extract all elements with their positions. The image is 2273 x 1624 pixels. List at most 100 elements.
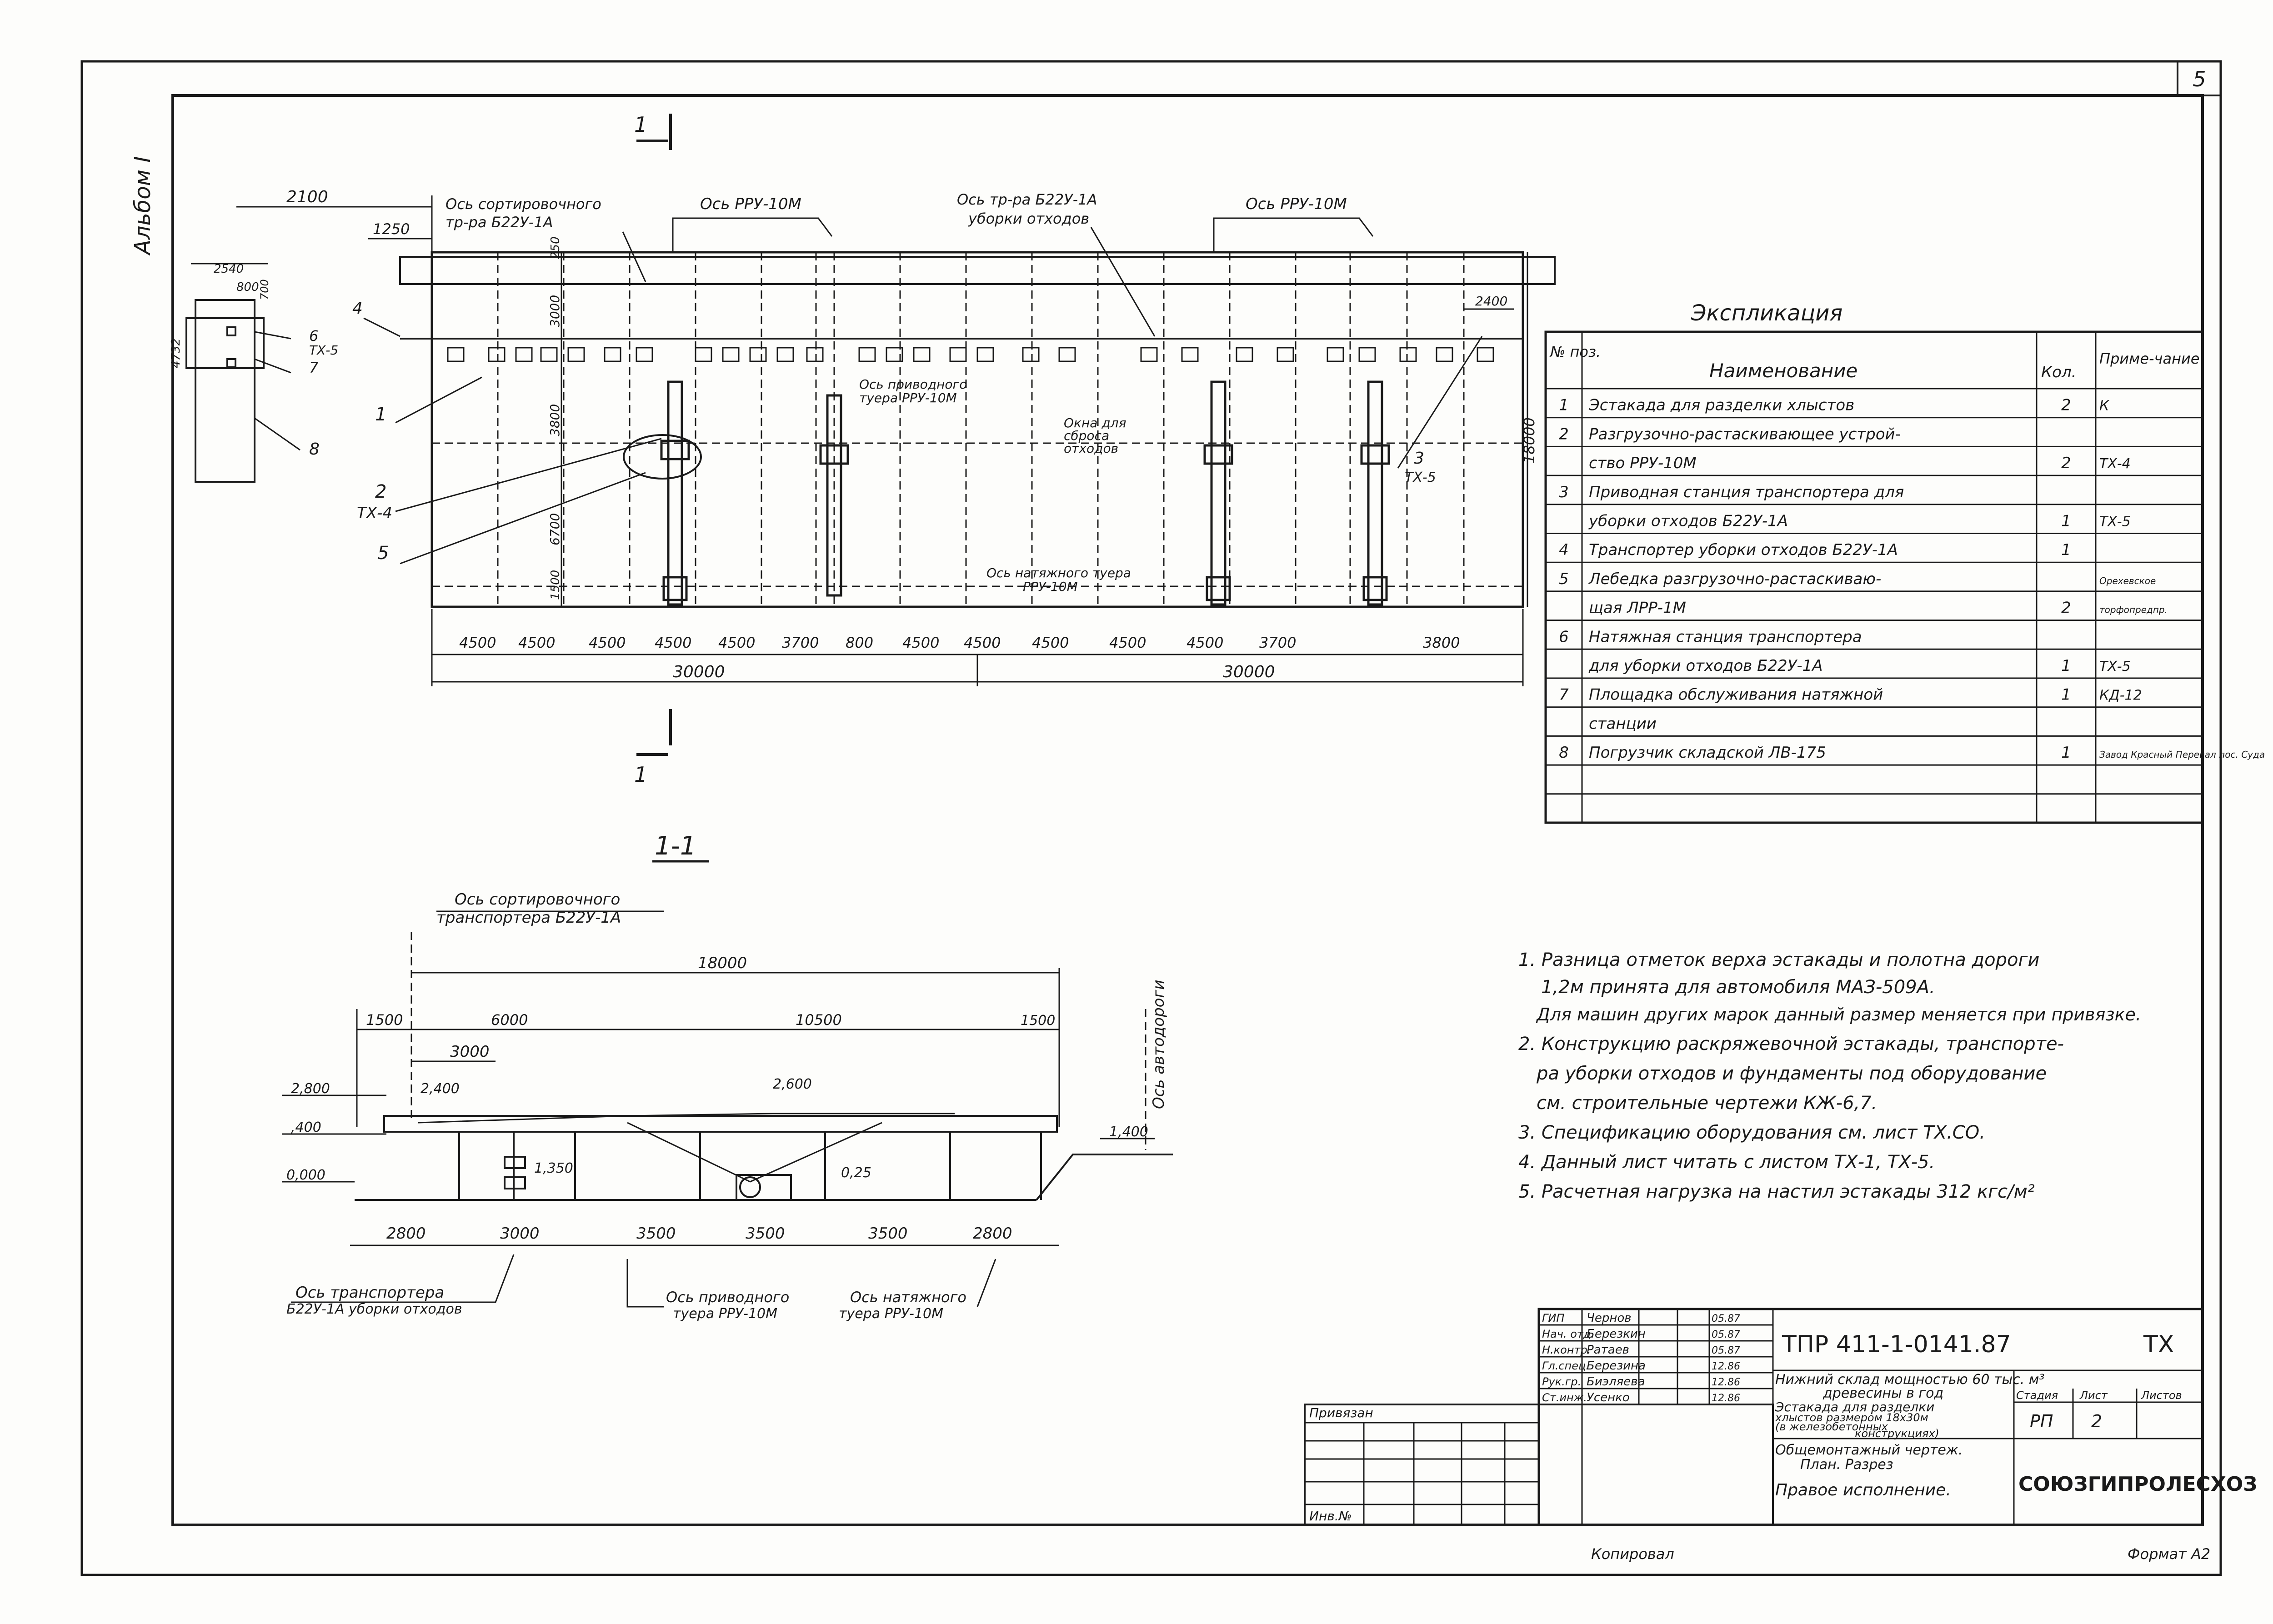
inner-frame	[171, 94, 2204, 1526]
explication-title: Экспликация	[1691, 300, 1842, 326]
tb-building-line1: Эстакада для разделки	[1775, 1399, 1934, 1414]
svg-text:Чернов: Чернов	[1587, 1311, 1632, 1325]
tb-inv-label: Инв.№	[1309, 1509, 1352, 1524]
svg-text:5. Расчетная нагрузка на насти: 5. Расчетная нагрузка на настил эстакады…	[1518, 1181, 2035, 1202]
svg-text:4500: 4500	[1032, 634, 1069, 651]
plan-callout-2: 2	[375, 481, 386, 502]
svg-text:4500: 4500	[902, 634, 939, 651]
svg-text:Н.контр.: Н.контр.	[1542, 1344, 1591, 1356]
svg-text:05.87: 05.87	[1712, 1313, 1740, 1324]
exp-cell-pos: 7	[1559, 686, 1569, 704]
svg-text:4500: 4500	[589, 634, 626, 651]
sorting-transporter	[399, 256, 1556, 285]
svg-text:4. Данный лист читать с листом: 4. Данный лист читать с листом ТХ-1, ТХ-…	[1518, 1152, 1935, 1173]
plan-view: 1 1 Ось сортировочного тр-ра Б22У-1А Ось…	[169, 112, 1556, 787]
exp-header-pos: № поз.	[1549, 343, 1601, 360]
exp-cell-name: Разгрузочно-растаскивающее устрой-	[1589, 425, 1901, 443]
svg-text:0,25: 0,25	[841, 1165, 871, 1181]
tb-variant: Правое исполнение.	[1775, 1481, 1951, 1499]
inventory-number: Альбом I	[130, 156, 155, 256]
tb-stage: РП	[2030, 1411, 2053, 1431]
svg-text:Рук.гр.: Рук.гр.	[1542, 1375, 1581, 1388]
section-mark-bottom: 1	[634, 762, 647, 787]
plan-left-dim-3: 4732	[169, 338, 183, 368]
plan-dim-3000: 3000	[547, 295, 562, 327]
svg-text:4500: 4500	[1109, 634, 1146, 651]
svg-text:3700: 3700	[1259, 634, 1296, 651]
exp-cell-note: ТХ-5	[2099, 514, 2131, 530]
svg-text:3500: 3500	[868, 1224, 908, 1243]
tb-sheets-label: Листов	[2141, 1389, 2182, 1402]
svg-text:Березина: Березина	[1587, 1359, 1646, 1373]
plan-note-tension-line1: Ось натяжного туера	[986, 565, 1131, 580]
svg-text:Ратаев: Ратаев	[1587, 1343, 1629, 1357]
exp-cell-name: щая ЛРР-1М	[1589, 599, 1686, 617]
plan-left-dim-0: 2540	[214, 262, 244, 276]
plan-note-drive-line1: Ось приводного	[859, 377, 967, 392]
tb-sheet-label: Лист	[2079, 1389, 2108, 1402]
section-dims	[350, 968, 1060, 1246]
section-mark-top: 1	[634, 112, 647, 137]
svg-text:0,000: 0,000	[286, 1167, 325, 1183]
svg-text:1,400: 1,400	[1109, 1124, 1148, 1140]
plan-axis-rru-2: Ось РРУ-10М	[1246, 195, 1347, 213]
exp-cell-qty: 1	[2061, 657, 2071, 675]
tb-building-line4: конструкциях)	[1855, 1427, 1939, 1440]
exp-cell-name: Натяжная станция транспортера	[1589, 628, 1862, 646]
svg-text:05.87: 05.87	[1712, 1329, 1740, 1340]
plan-left-dim-2: 700	[258, 279, 271, 300]
plan-dim-2400: 2400	[1475, 294, 1507, 309]
svg-text:2800: 2800	[386, 1224, 426, 1243]
plan-total-left: 30000	[673, 663, 725, 681]
svg-text:4500: 4500	[518, 634, 555, 651]
plan-note-drive-line2: туера РРУ-10М	[859, 390, 957, 405]
plan-dim-250: 250	[549, 236, 562, 259]
svg-text:Гл.спец.: Гл.спец.	[1542, 1359, 1589, 1372]
exp-cell-pos: 2	[1559, 425, 1569, 443]
svg-text:1,2м принята для автомобиля МА: 1,2м принята для автомобиля МАЗ-509А.	[1541, 977, 1935, 998]
tb-building-line3: (в железобетонных	[1775, 1420, 1888, 1433]
svg-text:Ст.инж.: Ст.инж.	[1542, 1391, 1587, 1404]
section-axis-drive-line1: Ось приводного	[666, 1289, 789, 1306]
section-axis-tension-line1: Ось натяжного	[850, 1289, 966, 1306]
svg-text:ра уборки отходов и фундаменты: ра уборки отходов и фундаменты под обору…	[1536, 1063, 2047, 1084]
svg-text:Березкин: Березкин	[1587, 1327, 1646, 1341]
tb-drawing-line1: Общемонтажный чертеж.	[1775, 1442, 1963, 1458]
exp-header-name: Наименование	[1709, 360, 1857, 382]
section-axis-drive-line2: туера РРУ-10М	[673, 1306, 777, 1322]
plan-dim-1500: 1500	[549, 570, 562, 600]
svg-text:3500: 3500	[636, 1224, 676, 1243]
svg-text:3500: 3500	[746, 1224, 785, 1243]
exp-cell-pos: 5	[1559, 570, 1569, 588]
plan-callout-7: 7	[309, 359, 319, 376]
sheet-number: 5	[2193, 67, 2206, 91]
exp-cell-name: Площадка обслуживания натяжной	[1589, 686, 1883, 704]
exp-cell-qty: 2	[2061, 599, 2071, 617]
plan-bottom-dims	[431, 609, 1524, 686]
exp-cell-name: для уборки отходов Б22У-1А	[1588, 657, 1823, 675]
plan-dim-1250: 1250	[373, 220, 410, 238]
svg-text:2800: 2800	[973, 1224, 1012, 1243]
svg-text:Нач. отд.: Нач. отд.	[1542, 1328, 1594, 1340]
svg-text:4500: 4500	[718, 634, 755, 651]
tb-code: ТПР 411-1-0141.87	[1782, 1331, 2011, 1358]
plan-axis-waste-line1: Ось тр-ра Б22У-1А	[957, 191, 1097, 208]
section-funnel	[627, 1122, 882, 1183]
svg-text:2,600: 2,600	[773, 1076, 812, 1092]
exp-header-note: Приме-чание	[2099, 350, 2199, 367]
plan-bottom-dim-labels: 4500 4500 4500 4500 4500 3700 800 4500 4…	[459, 634, 1460, 651]
svg-text:12.86: 12.86	[1712, 1393, 1740, 1404]
general-notes: 1. Разница отметок верха эстакады и поло…	[1518, 949, 2141, 1202]
svg-text:4500: 4500	[964, 634, 1001, 651]
plan-callout-3: 3	[1414, 449, 1424, 468]
svg-text:4500: 4500	[459, 634, 496, 651]
section-axis-waste-line1: Ось транспортера	[295, 1284, 444, 1302]
plan-note-windows-line1: Окна для	[1064, 415, 1126, 430]
svg-text:4500: 4500	[655, 634, 691, 651]
exp-cell-pos: 4	[1559, 541, 1569, 559]
plan-note-windows-line2: сброса	[1064, 428, 1109, 443]
plan-dim-3800: 3800	[547, 404, 562, 436]
plan-axis-sort-line2: тр-ра Б22У-1А	[446, 214, 553, 231]
